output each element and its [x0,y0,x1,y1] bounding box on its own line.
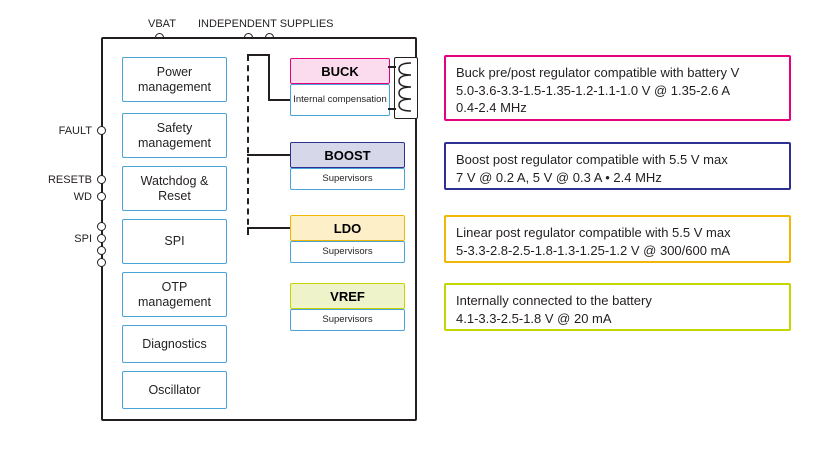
pin-label-resetb: RESETB [47,174,92,186]
block-power-management-line1: Power [156,65,193,80]
regulator-vref-label: VREF [330,288,365,304]
block-watchdog-reset: Watchdog & Reset [122,166,227,211]
pin-wd [97,192,106,201]
pin-label-fault: FAULT [58,125,92,137]
regulator-ldo: LDO [290,215,405,241]
regulator-buck-sub: Internal compensation [290,84,390,116]
block-diagnostics-label: Diagnostics [142,336,207,351]
pin-fault [97,126,106,135]
inductor-coil-icon [398,62,412,112]
callout-boost-line2: 7 V @ 0.2 A, 5 V @ 0.3 A • 2.4 MHz [456,169,662,185]
regulator-boost: BOOST [290,142,405,168]
label-independent-supplies: INDEPENDENT SUPPLIES [198,18,334,30]
supply-bus-dashed [247,55,249,235]
regulator-ldo-sub-label: Supervisors [322,245,373,257]
regulator-boost-label: BOOST [324,147,371,163]
block-power-management-line2: management [138,79,211,94]
callout-vref-line2: 4.1-3.3-2.5-1.8 V @ 20 mA [456,310,612,326]
wire-buck-coil-top [388,66,396,68]
pin-spi-2 [97,234,106,243]
regulator-boost-sub: Supervisors [290,168,405,190]
callout-boost-line1: Boost post regulator compatible with 5.5… [456,152,728,167]
wire-to-boost [247,154,290,156]
block-oscillator: Oscillator [122,371,227,409]
callout-buck: Buck pre/post regulator compatible with … [444,55,791,121]
callout-ldo-line1: Linear post regulator compatible with 5.… [456,225,731,240]
pin-spi-4 [97,258,106,267]
block-safety-management-line2: management [138,135,211,150]
pin-spi-1 [97,222,106,231]
label-vbat: VBAT [148,18,176,30]
block-spi-label: SPI [164,234,185,249]
callout-buck-line3: 0.4-2.4 MHz [456,100,527,116]
regulator-buck-sub-label: Internal compensation [293,93,387,105]
callout-boost: Boost post regulator compatible with 5.5… [444,142,791,190]
block-power-management: Power management [122,57,227,102]
regulator-boost-sub-label: Supervisors [322,172,373,184]
callout-vref-line1: Internally connected to the battery [456,293,652,308]
wire-buck-coil-bottom [388,108,396,110]
pin-spi-3 [97,246,106,255]
callout-ldo-line2: 5-3.3-2.8-2.5-1.8-1.3-1.25-1.2 V @ 300/6… [456,242,731,258]
regulator-vref-sub: Supervisors [290,309,405,331]
callout-ldo: Linear post regulator compatible with 5.… [444,215,791,263]
pin-label-wd: WD [73,191,92,203]
wire-to-ldo [247,227,290,229]
block-diagnostics: Diagnostics [122,325,227,363]
block-safety-management: Safety management [122,113,227,158]
regulator-buck-label: BUCK [321,63,359,79]
block-watchdog-reset-line2: Reset [158,188,191,203]
callout-buck-line2: 5.0-3.6-3.3-1.5-1.35-1.2-1.1-1.0 V @ 1.3… [456,82,731,98]
block-oscillator-label: Oscillator [148,382,201,397]
callout-buck-line1: Buck pre/post regulator compatible with … [456,65,740,80]
block-otp-management-line2: management [138,294,211,309]
pin-resetb [97,175,106,184]
regulator-buck: BUCK [290,58,390,84]
wire-buck-drop [268,55,270,100]
block-spi: SPI [122,219,227,264]
block-watchdog-reset-line1: Watchdog & [140,174,209,189]
block-otp-management-line1: OTP [161,280,188,295]
block-otp-management: OTP management [122,272,227,317]
regulator-ldo-label: LDO [333,220,362,236]
pin-label-spi: SPI [74,233,92,245]
callout-vref: Internally connected to the battery 4.1-… [444,283,791,331]
regulator-vref: VREF [290,283,405,309]
regulator-vref-sub-label: Supervisors [322,313,373,325]
regulator-ldo-sub: Supervisors [290,241,405,263]
supply-bus-top-link [247,54,270,56]
block-safety-management-line1: Safety [156,121,193,136]
wire-to-buck [268,99,290,101]
